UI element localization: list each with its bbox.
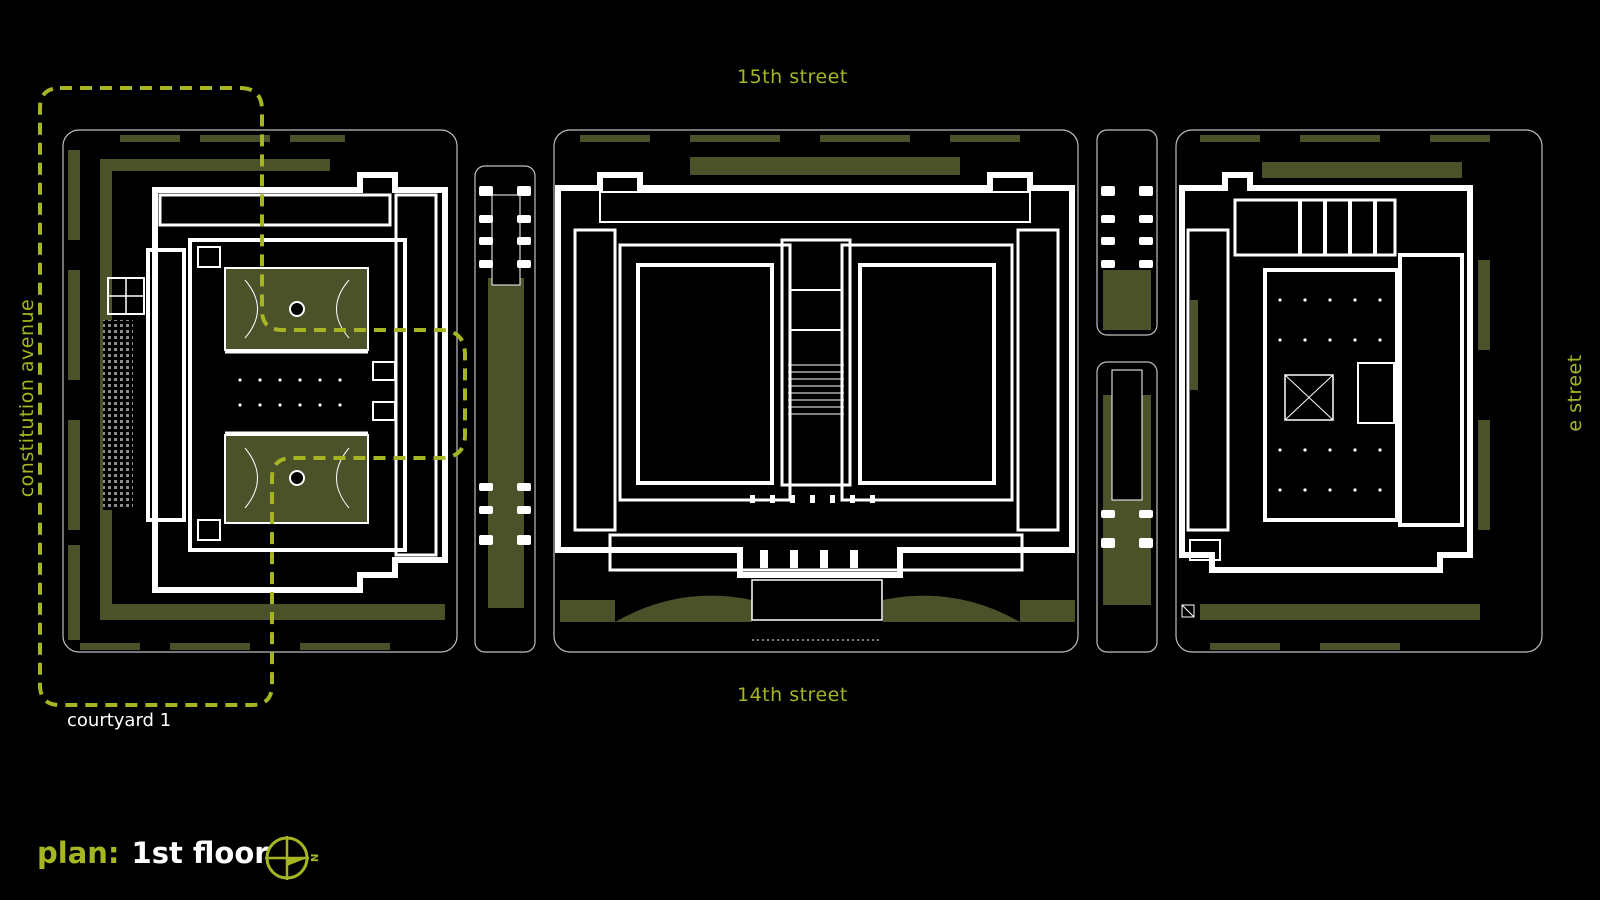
west-building (62, 129, 458, 653)
plan-title-main: 1st floor (131, 836, 269, 870)
east-building (1175, 129, 1543, 653)
north-arrow-icon: N (265, 836, 321, 880)
east-connector (1096, 129, 1158, 653)
west-connector (474, 165, 536, 653)
plan-title-prefix: plan: (37, 836, 120, 870)
street-label-west: constitution avenue (16, 298, 38, 498)
plan-title: plan: 1st floor (37, 836, 269, 870)
street-label-east: e street (1564, 354, 1586, 432)
courtyard-label: courtyard 1 (67, 710, 172, 731)
courtyard-callout (38, 86, 467, 707)
street-label-south: 14th street (737, 684, 848, 706)
street-label-north: 15th street (737, 66, 848, 88)
compass-letter: N (310, 854, 321, 862)
central-building (553, 129, 1079, 653)
